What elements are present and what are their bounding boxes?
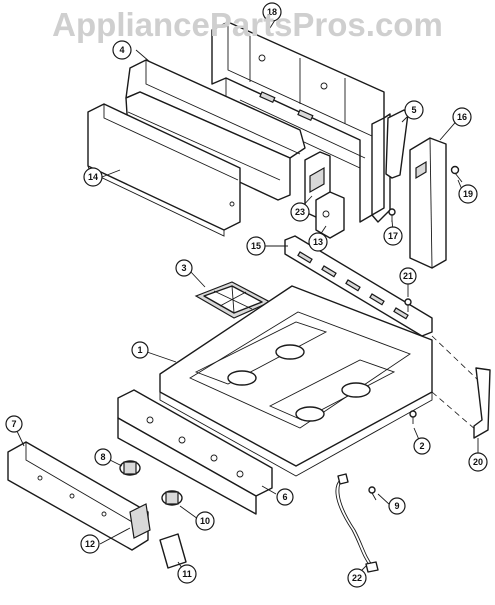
callout-12: 12 [80, 534, 100, 554]
callout-label: 4 [119, 45, 124, 55]
callout-label: 13 [313, 237, 323, 247]
trim-strip [385, 109, 409, 179]
callout-label: 23 [295, 207, 305, 217]
callout-5: 5 [404, 100, 424, 120]
callout-label: 2 [419, 441, 424, 451]
callout-22: 22 [347, 568, 367, 588]
callout-label: 11 [182, 569, 192, 579]
callout-2: 2 [413, 437, 431, 455]
callout-10: 10 [195, 511, 215, 531]
control-knob-10 [161, 490, 183, 506]
burner-grate [194, 281, 272, 319]
callout-11: 11 [177, 564, 197, 584]
callout-label: 12 [85, 539, 95, 549]
callout-14: 14 [83, 167, 103, 187]
wire-harness [335, 473, 379, 573]
cooktop [159, 285, 433, 477]
callout-label: 15 [251, 241, 261, 251]
callout-label: 21 [403, 271, 413, 281]
screw-2 [409, 410, 417, 424]
side-bracket [304, 151, 345, 239]
callout-label: 19 [463, 189, 473, 199]
callout-label: 1 [137, 345, 142, 355]
callout-label: 10 [200, 516, 210, 526]
callout-21: 21 [399, 267, 417, 285]
upper-panel [125, 59, 306, 201]
callout-label: 9 [394, 501, 399, 511]
callout-label: 20 [473, 457, 483, 467]
callout-19: 19 [458, 184, 478, 204]
callout-15: 15 [246, 236, 266, 256]
control-panel [117, 389, 273, 515]
callout-7: 7 [5, 415, 23, 433]
screw-19 [450, 165, 463, 183]
callout-16: 16 [452, 107, 472, 127]
rear-vent-strip [284, 235, 433, 337]
callout-label: 22 [352, 573, 362, 583]
small-block [159, 533, 187, 569]
callout-label: 8 [100, 452, 105, 462]
callout-23: 23 [290, 202, 310, 222]
alignment-lines [431, 335, 479, 431]
callout-3: 3 [175, 259, 193, 277]
control-knob-8 [119, 460, 141, 476]
screw-21 [404, 298, 412, 312]
side-bracket-20 [473, 367, 491, 439]
callout-6: 6 [276, 488, 294, 506]
callout-label: 18 [267, 7, 277, 17]
callout-13: 13 [308, 232, 328, 252]
callout-label: 17 [388, 231, 398, 241]
callout-17: 17 [383, 226, 403, 246]
callout-1: 1 [131, 341, 149, 359]
callout-label: 6 [282, 492, 287, 502]
callout-9: 9 [388, 497, 406, 515]
callout-label: 5 [411, 105, 416, 115]
manifold-panel [7, 441, 151, 551]
callout-20: 20 [468, 452, 488, 472]
screw-9 [368, 486, 377, 501]
callout-label: 16 [457, 112, 467, 122]
watermark-text: AppliancePartsPros.com [52, 6, 443, 43]
callout-label: 7 [11, 419, 16, 429]
callout-4: 4 [112, 40, 132, 60]
callout-label: 3 [181, 263, 186, 273]
callout-18: 18 [262, 2, 282, 22]
callout-label: 14 [88, 172, 98, 182]
callout-8: 8 [94, 448, 112, 466]
side-trim [409, 137, 447, 269]
